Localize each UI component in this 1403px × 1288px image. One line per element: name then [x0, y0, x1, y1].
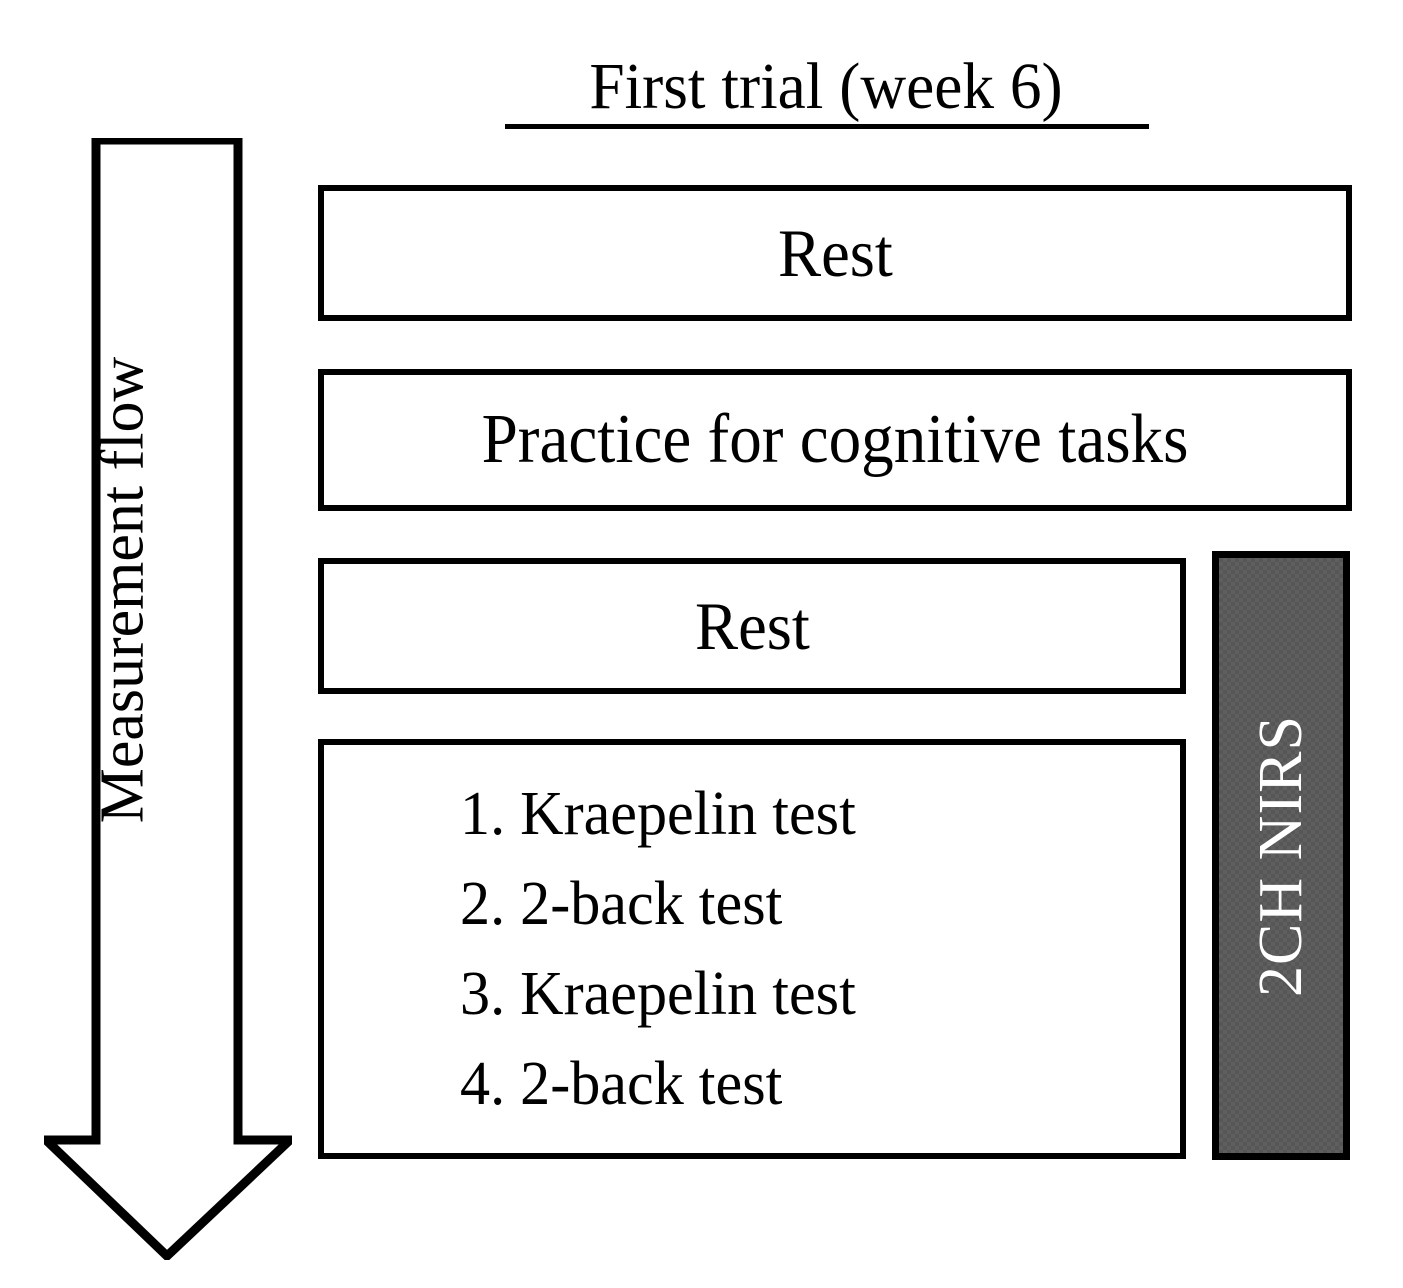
title-underline: [505, 124, 1149, 129]
page-title: First trial (week 6): [589, 50, 1063, 123]
stage-label-rest-2: Rest: [694, 588, 810, 664]
stage-label-practice: Practice for cognitive tasks: [481, 401, 1189, 478]
list-item: 4. 2-back test: [460, 1050, 783, 1118]
measurement-flow-label: Measurement flow: [88, 356, 157, 824]
measurement-flow-label-wrap: Measurement flow: [52, 140, 192, 1040]
task-list: 1. Kraepelin test 2. 2-back test 3. Krae…: [324, 769, 868, 1129]
down-arrow-icon: [44, 138, 292, 1260]
stage-box-rest-2: Rest: [318, 558, 1186, 694]
nirs-measurement-bar: 2CH NIRS: [1212, 551, 1350, 1160]
stage-box-rest-1: Rest: [318, 185, 1352, 321]
measurement-flow-arrow: [44, 138, 292, 1260]
nirs-measurement-label: 2CH NIRS: [1247, 714, 1316, 997]
stage-box-practice: Practice for cognitive tasks: [318, 369, 1352, 511]
list-item: 3. Kraepelin test: [460, 960, 856, 1028]
stage-box-tasks: 1. Kraepelin test 2. 2-back test 3. Krae…: [318, 739, 1186, 1159]
stage-label-rest-1: Rest: [777, 215, 893, 291]
list-item: 1. Kraepelin test: [460, 780, 856, 848]
list-item: 2. 2-back test: [460, 870, 783, 938]
